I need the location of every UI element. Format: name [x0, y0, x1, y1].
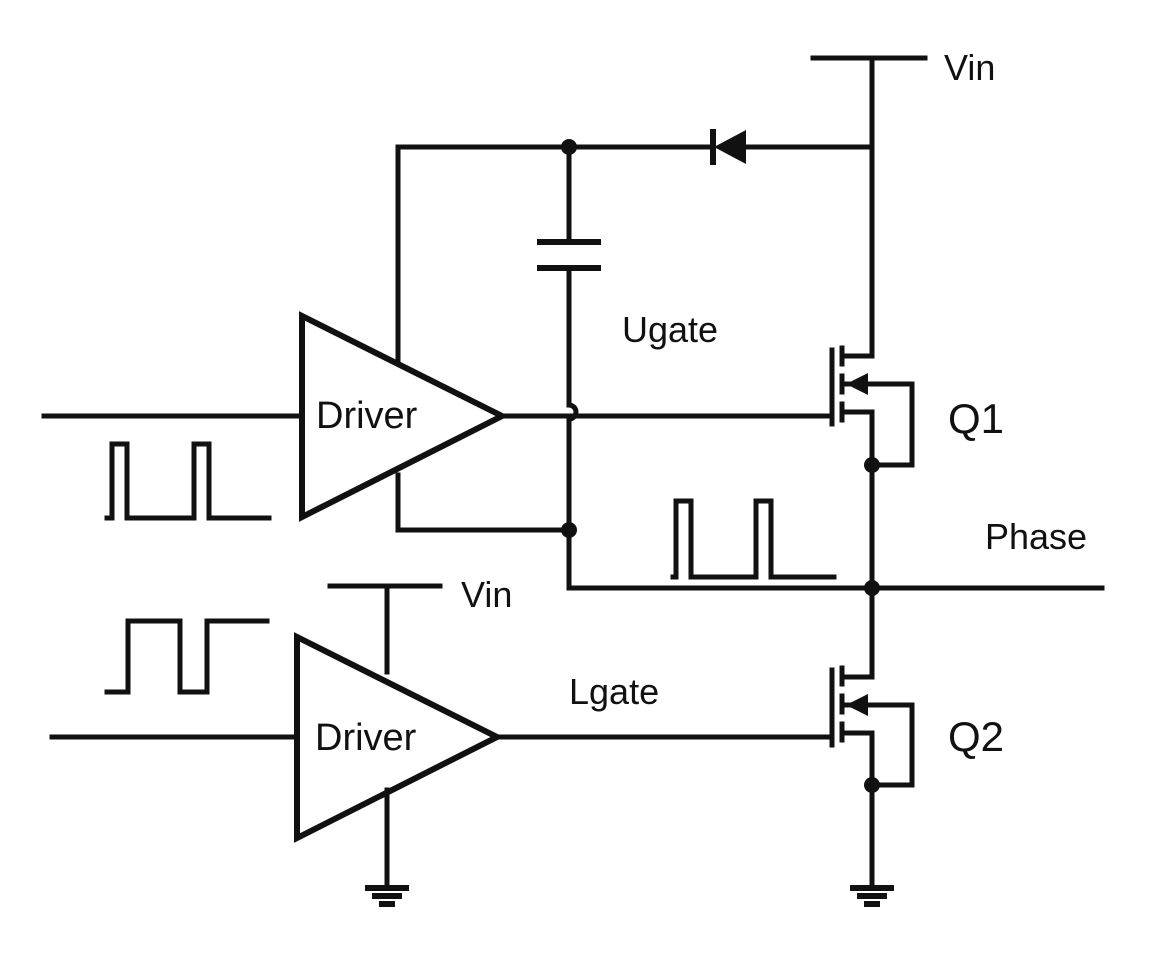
q2-ground	[850, 885, 894, 907]
junction-dot	[561, 522, 577, 538]
q2-transistor	[829, 585, 915, 891]
bootstrap-capacitor	[537, 144, 601, 591]
upper-driver-return	[395, 472, 572, 533]
driver-lower-label: Driver	[315, 717, 417, 759]
vin-top-supply	[810, 55, 928, 358]
lower-input-pulse	[104, 618, 270, 695]
junction-dot	[561, 139, 577, 155]
lower-driver-ground	[365, 787, 409, 907]
vin-top-label: Vin	[944, 47, 995, 88]
junction-dot	[864, 777, 880, 793]
junction-dots	[561, 139, 880, 793]
q1-label: Q1	[948, 395, 1004, 442]
driver-upper-label: Driver	[316, 395, 418, 437]
vin-low-label: Vin	[461, 574, 512, 615]
junction-dot	[864, 580, 880, 596]
junction-dot	[864, 457, 880, 473]
phase-pulse	[670, 498, 837, 580]
bootstrap-wire	[395, 144, 875, 363]
upper-input-pulse	[104, 441, 272, 521]
phase-label: Phase	[985, 516, 1087, 557]
lgate-label: Lgate	[569, 671, 659, 712]
upper-driver: Driver	[299, 311, 509, 522]
q2-label: Q2	[948, 713, 1004, 760]
ugate-label: Ugate	[622, 309, 718, 350]
lower-driver: Driver	[294, 632, 504, 843]
bootstrap-diode	[710, 129, 746, 165]
vin-low-supply	[327, 583, 443, 675]
